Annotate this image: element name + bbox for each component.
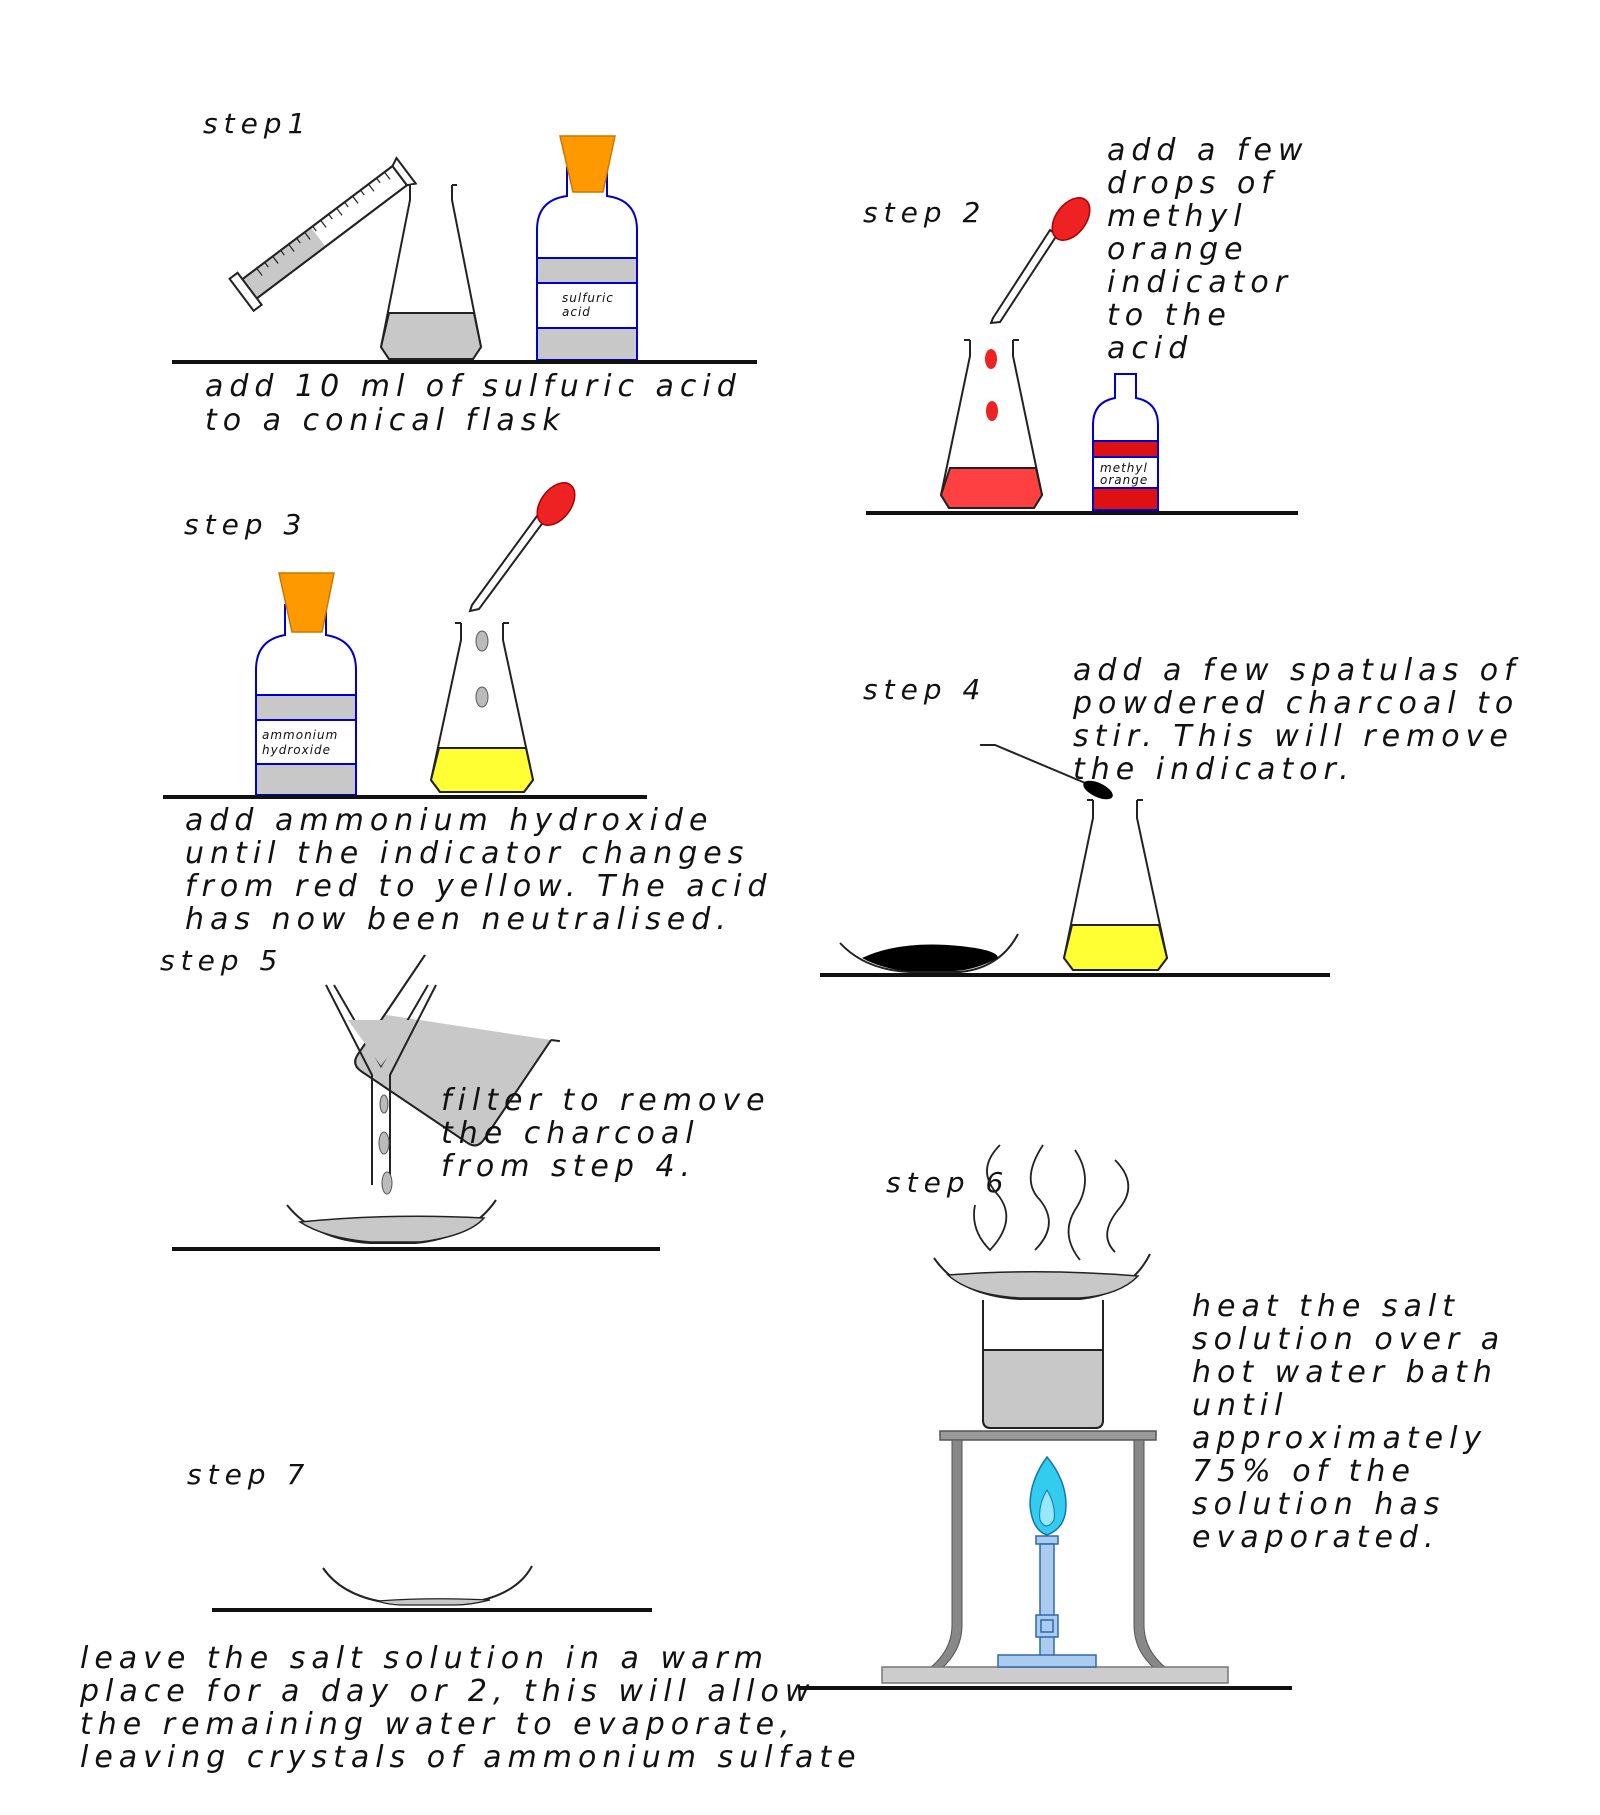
step-4-line-1: add a few spatulas of [1073,653,1521,688]
step-6-line-5: approximately [1192,1421,1487,1456]
step-7-line-1: leave the salt solution in a warm [80,1641,769,1676]
alkali-drop [475,686,489,708]
steam-wisps [973,1144,1130,1261]
conical-flask-red [939,339,1044,509]
step-6-line-8: evaporated. [1192,1520,1440,1555]
step-2-line-7: acid [1107,331,1193,366]
charcoal-on-spatula [1083,780,1113,800]
step-2-line-1: add a few [1107,133,1308,168]
evaporating-dish-charcoal [839,933,1019,973]
filtrate-drop [381,1171,393,1195]
step-6-line-4: until [1192,1388,1288,1423]
step-3-line-3: from red to yellow. The acid [185,869,773,904]
step-3-label: step 3 [184,508,307,541]
methyl-orange-label-2: orange [1100,473,1148,487]
charcoal-powder [862,944,998,971]
step-6-label: step 6 [886,1166,1009,1199]
step-4-line-3: stir. This will remove [1073,719,1514,754]
step-2-line-2: drops of [1107,166,1278,201]
tripod-stand [881,1430,1229,1684]
measuring-cylinder [228,156,418,313]
step-4-line-4: the indicator. [1073,752,1355,787]
step-6-line-6: 75% of the [1192,1454,1416,1489]
bottle-stopper [559,135,616,193]
step-6-line-1: heat the salt [1192,1289,1460,1324]
step-3-line-4: has now been neutralised. [185,902,732,937]
conical-flask-yellow [429,622,535,793]
step-3-panel: step 3 ammonium hydroxide add ammonium h [163,482,773,937]
step-5-panel: step 5 filter to remove the charcoal fro… [160,944,771,1251]
ammonium-hydroxide-label-2: hydroxide [262,743,331,757]
step-1-line-1: add 10 ml of sulfuric acid [205,369,742,404]
step-5-line-2: the charcoal [441,1116,700,1151]
sulfuric-acid-label-2: acid [562,305,591,319]
step-6-line-3: hot water bath [1192,1355,1498,1390]
step-4-line-2: powdered charcoal to [1072,686,1519,721]
step-3-line-2: until the indicator changes [185,836,749,871]
step-5-label: step 5 [160,944,283,977]
methyl-orange-label-1: methyl [1100,461,1148,475]
step-2-line-5: indicator [1107,265,1293,300]
ammonium-hydroxide-bottle: ammonium hydroxide [255,572,357,796]
step-6-line-2: solution over a [1192,1322,1505,1357]
dropper [989,197,1091,325]
step-3-line-1: add ammonium hydroxide [185,803,713,838]
evaporating-dish-crystals [322,1565,533,1606]
step-4-panel: step 4 add a few spatulas of powdered ch… [820,653,1521,977]
methyl-orange-bottle: methyl orange [1092,373,1159,511]
step-7-line-2: place for a day or 2, this will allow [79,1674,815,1709]
step-7-line-4: leaving crystals of ammonium sulfate [80,1740,862,1775]
step-5-line-1: filter to remove [441,1083,771,1118]
step-4-label: step 4 [863,673,986,706]
dropper [468,482,576,613]
step-2-label: step 2 [863,196,986,229]
conical-flask-yellow [1062,799,1169,971]
bunsen-burner [997,1455,1097,1668]
heatproof-mat [881,1666,1229,1684]
bottle-stopper [278,572,335,633]
step-2-line-4: orange [1107,232,1249,267]
sulfuric-acid-label-1: sulfuric [562,291,614,305]
conical-flask-acid [379,184,483,360]
evaporating-dish-filtrate [286,1199,497,1244]
evaporating-dish-on-beaker [933,1253,1151,1300]
step-2-line-3: methyl [1107,199,1248,234]
ammonium-hydroxide-label-1: ammonium [262,728,338,742]
spatula [980,744,1113,800]
water-bath-beaker [982,1300,1104,1429]
step-5-line-3: from step 4. [441,1149,696,1184]
filter-funnel [325,984,437,1195]
indicator-drop [985,349,997,369]
sulfuric-acid-bottle: sulfuric acid [536,135,638,361]
step-7-label: step 7 [187,1458,310,1491]
step-1-panel: step1 [172,107,757,438]
step-7-panel: step 7 leave the salt solution in a warm… [79,1458,862,1775]
indicator-drop [986,401,998,421]
step-1-label: step1 [203,107,311,140]
alkali-drop [475,630,489,652]
step-7-line-3: the remaining water to evaporate, [80,1707,796,1742]
step-6-panel: step 6 [800,1144,1505,1690]
step-2-line-6: to the [1107,298,1232,333]
cylinder-graduations [256,171,391,276]
step-1-line-2: to a conical flask [205,403,566,438]
step-2-panel: step 2 methyl orange add a few drops of [863,133,1308,515]
step-6-line-7: solution has [1192,1487,1445,1522]
